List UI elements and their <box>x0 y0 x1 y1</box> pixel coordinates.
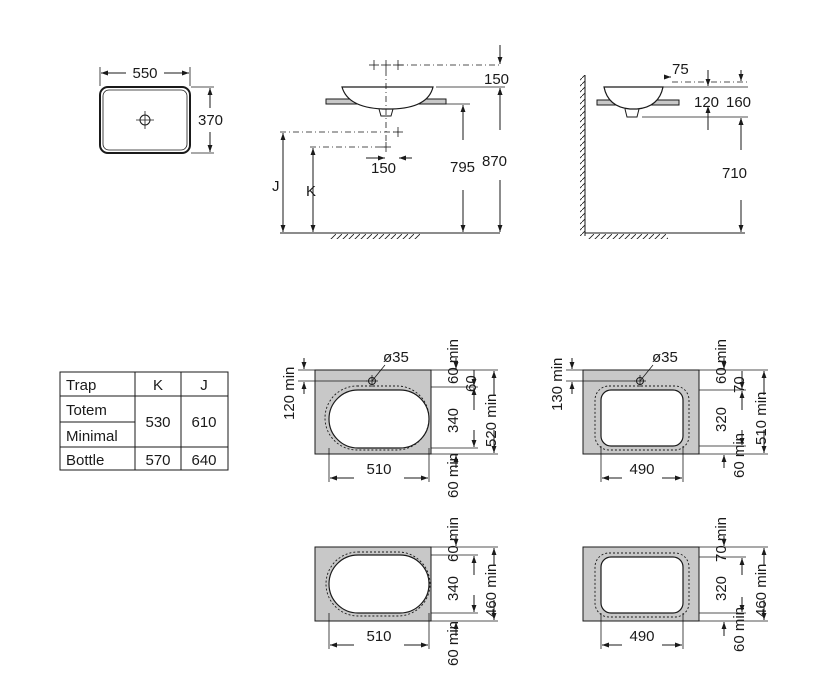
table-row-minimal: Minimal <box>66 428 118 445</box>
rect-bowl <box>600 389 684 447</box>
cutout-oval-tap: ø35 120 min 60 min 60 340 520 min 60 min <box>281 339 500 498</box>
dim-front-drain-offset: 150 <box>371 160 396 177</box>
cutout-rect-tap: ø35 130 min 60 min 70 320 510 min 60 min… <box>549 339 770 482</box>
dim-320: 320 <box>713 407 730 432</box>
dim-side-120: 120 <box>694 94 719 111</box>
dim-side-75: 75 <box>672 61 689 78</box>
dim-340: 340 <box>445 576 462 601</box>
dim-460-min: 460 min <box>483 564 500 617</box>
table-cell-bottle-k: 570 <box>145 452 170 469</box>
dim-120-min: 120 min <box>281 367 298 420</box>
table-header-trap: Trap <box>66 377 96 394</box>
trap-table: Trap K J Totem Minimal 530 610 Bottle 57… <box>59 371 229 471</box>
dim-70-min-top: 70 min <box>713 517 730 562</box>
basin-top-inner <box>102 89 188 151</box>
dim-340: 340 <box>445 408 462 433</box>
dim-490: 490 <box>629 461 654 478</box>
dim-60-min-top: 60 min <box>445 517 462 562</box>
dim-60-min-bottom: 60 min <box>445 453 462 498</box>
dim-side-160: 160 <box>726 94 751 111</box>
dim-510: 510 <box>366 461 391 478</box>
side-bowl <box>603 86 664 110</box>
oval-bowl <box>328 389 430 449</box>
oval-bowl <box>328 554 430 614</box>
table-cell-merged-j: 610 <box>191 414 216 431</box>
dim-front-795: 795 <box>450 159 475 176</box>
side-view: 75 120 160 710 <box>580 61 751 239</box>
dim-top-depth: 370 <box>198 112 223 129</box>
dim-60-min-top: 60 min <box>713 339 730 384</box>
front-bowl <box>341 86 434 110</box>
cutout-oval-plain: 60 min 340 460 min 60 min 510 <box>314 517 500 666</box>
hole-diameter: ø35 <box>383 349 409 366</box>
table-header-k: K <box>153 377 163 394</box>
dim-60-gap: 60 <box>463 375 480 392</box>
dim-520-min: 520 min <box>483 394 500 447</box>
dim-60-min-bottom: 60 min <box>731 607 748 652</box>
basin-top-outline <box>99 86 191 154</box>
label-j: J <box>272 178 280 195</box>
table-cell-merged-k: 530 <box>145 414 170 431</box>
table-row-bottle: Bottle <box>66 452 104 469</box>
table-row-totem: Totem <box>66 402 107 419</box>
table-cell-bottle-j: 640 <box>191 452 216 469</box>
front-view: 150 150 J K 795 870 <box>272 45 509 239</box>
dim-460-min: 460 min <box>753 564 770 617</box>
dim-130-min: 130 min <box>549 358 566 411</box>
top-view: 550 370 <box>99 65 223 154</box>
dim-top-width: 550 <box>132 65 157 82</box>
dim-60-min-bottom: 60 min <box>731 433 748 478</box>
dim-510: 510 <box>366 628 391 645</box>
label-k: K <box>306 183 316 200</box>
dim-front-870: 870 <box>482 153 507 170</box>
table-header-j: J <box>200 377 208 394</box>
dim-320: 320 <box>713 576 730 601</box>
hole-diameter: ø35 <box>652 349 678 366</box>
dim-60-min-bottom: 60 min <box>445 621 462 666</box>
rect-bowl <box>600 556 684 614</box>
dim-490: 490 <box>629 628 654 645</box>
dim-60-min-top: 60 min <box>445 339 462 384</box>
dim-side-710: 710 <box>722 165 747 182</box>
dim-front-tap-offset: 150 <box>484 71 509 88</box>
cutout-rect-plain: 70 min 320 460 min 60 min 490 <box>582 517 770 652</box>
dim-70-gap: 70 <box>731 376 748 393</box>
dim-510-min: 510 min <box>753 392 770 445</box>
